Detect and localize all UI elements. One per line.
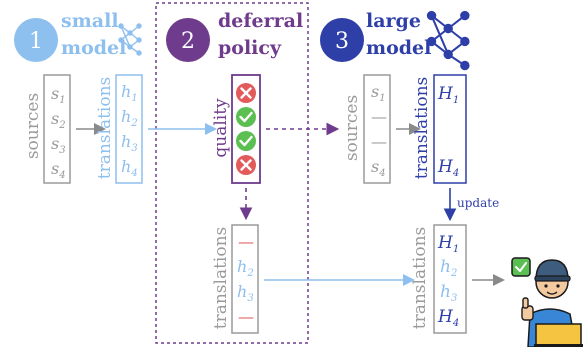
final-item: h3: [440, 282, 457, 304]
source-item: s3: [51, 134, 66, 156]
step-2-badge: [166, 18, 210, 62]
source-item: s4: [371, 157, 386, 179]
step-2-title-line1: deferral: [218, 10, 303, 32]
step-3-number: 3: [335, 29, 349, 54]
step-2-header: 2 deferral policy: [166, 10, 303, 62]
translation-item: H4: [437, 157, 459, 179]
small-translations-list: h1 h2 h3 h4: [121, 82, 138, 179]
quality-marks: [236, 83, 256, 175]
accept-icon: [236, 131, 256, 151]
step-1-title-line1: small: [61, 10, 119, 32]
step-1-header: 1 small model: [14, 10, 142, 62]
neural-network-icon: [426, 10, 470, 71]
final-item: h2: [440, 257, 457, 279]
small-sources-label: sources: [23, 93, 43, 159]
step-1-title-line2: model: [61, 37, 126, 59]
update-label: update: [457, 196, 499, 210]
reject-icon: [236, 155, 256, 175]
deferred-translations-label: translations: [211, 227, 231, 330]
small-translations-box: [115, 74, 143, 184]
final-translations-box: [433, 224, 467, 334]
quality-label: quality: [211, 98, 231, 158]
final-item: H1: [437, 233, 459, 255]
translation-item: h3: [121, 132, 138, 154]
final-translations-label: translations: [410, 227, 430, 330]
large-translations-list: H1 H4: [437, 84, 459, 179]
quality-box: [231, 74, 261, 184]
step-3-title-line1: large: [366, 10, 421, 32]
deferred-item: h2: [237, 257, 254, 279]
step-3-title-line2: model: [366, 37, 431, 59]
source-item: —: [371, 107, 387, 126]
translation-item: h1: [121, 82, 138, 104]
source-item: —: [371, 132, 387, 151]
final-item: H4: [437, 307, 459, 329]
source-item: s2: [51, 109, 66, 131]
step-1-number: 1: [29, 29, 43, 54]
neural-network-icon: [118, 23, 142, 56]
accept-icon: [236, 107, 256, 127]
large-translations-box: [433, 74, 467, 184]
deferred-item: —: [238, 232, 254, 251]
deferred-item: h3: [237, 282, 254, 304]
step-3-header: 3 large model: [320, 10, 470, 71]
small-sources-box: [43, 74, 71, 184]
translation-item: h4: [121, 157, 138, 179]
source-item: s1: [371, 82, 386, 104]
reject-icon: [236, 83, 256, 103]
translation-item: h2: [121, 107, 138, 129]
step-1-badge: [14, 18, 58, 62]
step-3-badge: [320, 18, 364, 62]
step-2-number: 2: [181, 29, 195, 54]
large-translations-label: translations: [412, 77, 432, 180]
step-2-title-line2: policy: [218, 37, 282, 59]
small-translations-label: translations: [95, 77, 115, 180]
translation-item: H1: [437, 84, 459, 106]
large-sources-label: sources: [342, 95, 362, 161]
deferred-translations-list: — h2 h3 —: [237, 232, 254, 326]
small-sources-list: s1 s2 s3 s4: [51, 84, 66, 181]
large-sources-list: s1 — — s4: [371, 82, 387, 179]
deferred-translations-box: [231, 224, 259, 334]
deferred-item: —: [238, 307, 254, 326]
source-item: s4: [51, 159, 66, 181]
large-sources-box: [363, 74, 391, 184]
final-translations-list: H1 h2 h3 H4: [437, 233, 459, 329]
source-item: s1: [51, 84, 66, 106]
person-with-checkmark-icon: [511, 257, 583, 347]
